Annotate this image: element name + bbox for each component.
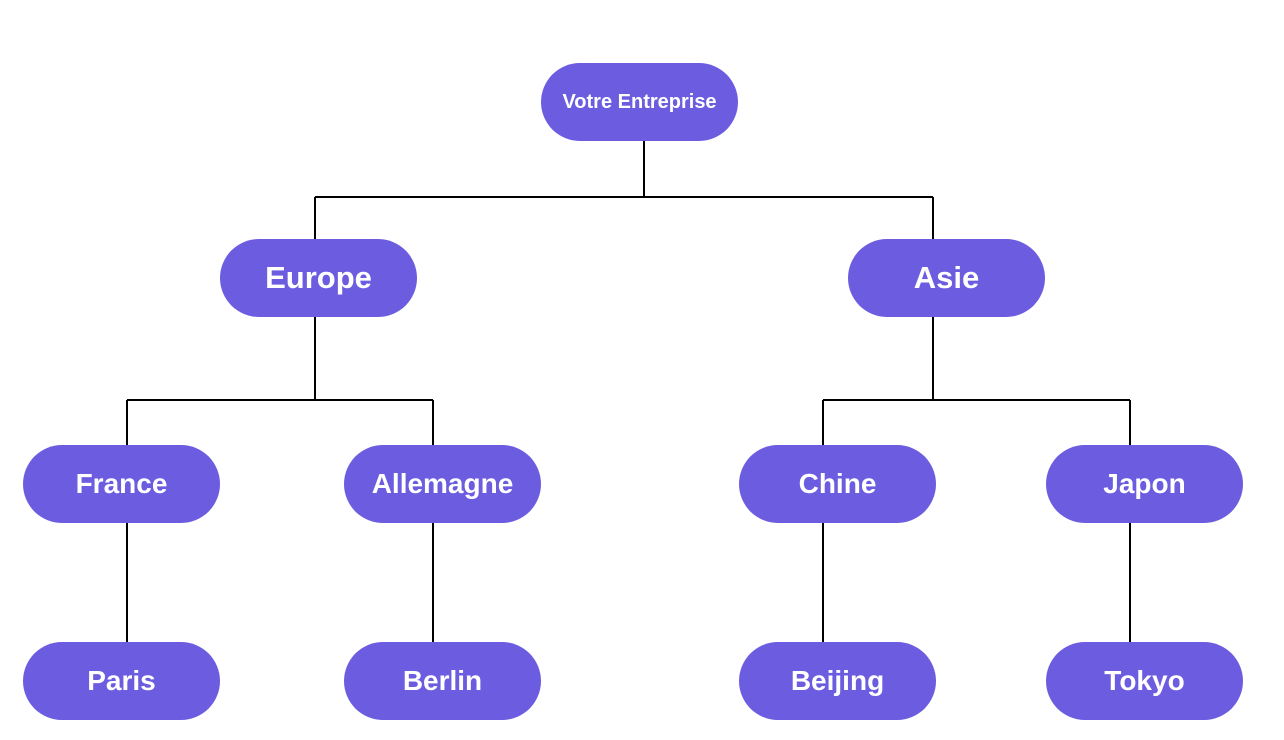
node-paris: Paris [23,642,220,720]
node-japon: Japon [1046,445,1243,523]
node-europe: Europe [220,239,417,317]
node-asie: Asie [848,239,1045,317]
node-allemagne: Allemagne [344,445,541,523]
node-berlin: Berlin [344,642,541,720]
node-chine: Chine [739,445,936,523]
node-france: France [23,445,220,523]
node-beijing: Beijing [739,642,936,720]
node-votre-entreprise: Votre Entreprise [541,63,738,141]
node-tokyo: Tokyo [1046,642,1243,720]
